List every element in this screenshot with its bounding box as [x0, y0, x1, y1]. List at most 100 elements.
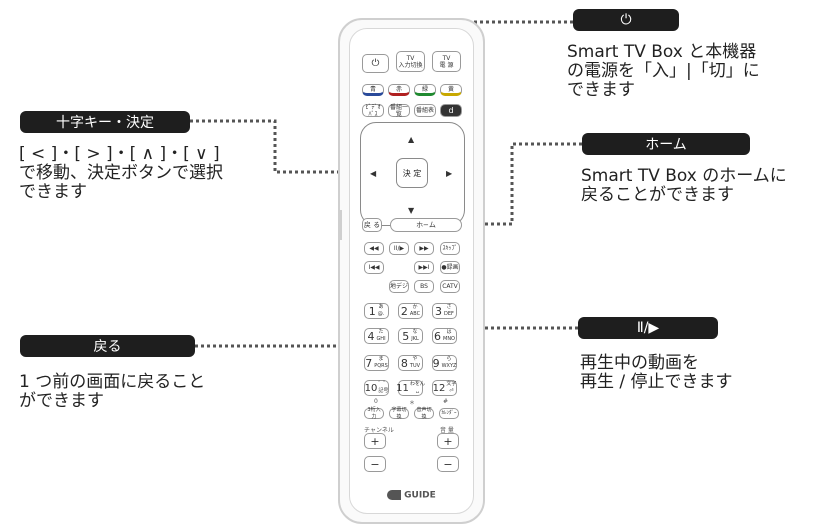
prev-button[interactable]: I◀◀	[364, 261, 384, 274]
ok-button[interactable]: 決 定	[396, 158, 428, 188]
blue-button[interactable]: 青	[362, 84, 384, 96]
dpad-up-button[interactable]: ▲	[408, 135, 415, 144]
record-button[interactable]: ●録画	[440, 261, 460, 274]
channel-down-button[interactable]: −	[364, 456, 386, 472]
side-button[interactable]	[339, 210, 342, 240]
num-label: 9	[432, 356, 440, 370]
home-button[interactable]: ホ−ム	[390, 218, 462, 232]
play-callout-line: 再生中の動画を	[580, 353, 699, 373]
num-label: 8	[400, 356, 408, 370]
play-callout-badge: Ⅱ/▶	[578, 317, 718, 339]
back-button[interactable]: 戻 る	[362, 218, 382, 232]
skip-button[interactable]: ｽｷｯﾌﾟ	[440, 242, 460, 255]
rewind-button[interactable]: ◀◀	[364, 242, 384, 255]
logo-text: GUIDE	[404, 490, 436, 501]
play-callout-text: 再生中の動画を 再生 / 停止できます	[580, 354, 733, 392]
channel-up-button[interactable]: +	[364, 433, 386, 449]
num-sub-label: ら WXYZ	[441, 356, 457, 369]
play-pause-button[interactable]: II/▶	[389, 242, 409, 255]
home-callout-line: 戻ることができます	[581, 185, 734, 205]
num-label: 11	[396, 382, 409, 394]
num-label: 10	[364, 382, 378, 394]
power-button[interactable]: ⏻	[362, 54, 389, 73]
power-callout-badge: ⏻	[573, 9, 679, 31]
num-sub-label: な JKL	[411, 329, 419, 342]
num-10-button[interactable]: 10゛゜ 記号	[364, 380, 389, 396]
red-button[interactable]: 赤	[388, 84, 410, 96]
home-callout-badge: ホーム	[582, 133, 750, 155]
remote-control	[338, 18, 485, 524]
dpad-callout-line: で移動、決定ボタンで選択	[19, 163, 223, 183]
fast-forward-button[interactable]: ▶▶	[414, 242, 434, 255]
program-list-button[interactable]: 番組一覧	[388, 103, 410, 118]
num-sub-label: か ABC	[409, 304, 421, 317]
dpad-down-button[interactable]: ▼	[408, 206, 415, 215]
num-sub-label: さ DEF	[444, 304, 454, 317]
num-sub-label: あ @.	[377, 304, 385, 317]
yellow-button[interactable]: 黄	[440, 84, 462, 96]
dpad-left-button[interactable]: ◀	[370, 169, 377, 178]
num-sub-label: ゛゜ 記号	[378, 381, 389, 394]
dpad-right-button[interactable]: ▶	[446, 169, 453, 178]
green-button[interactable]: 緑	[414, 84, 436, 96]
catv-button[interactable]: CATV	[440, 280, 460, 293]
num-label: 5	[402, 329, 410, 343]
guide-logo: GUIDE	[387, 490, 436, 501]
tv-input-button[interactable]: TV 入力切換	[396, 51, 425, 72]
back-callout-line: 1 つ前の画面に戻ること	[19, 372, 206, 392]
subtitle-button[interactable]: 字幕切換	[389, 407, 409, 420]
channel-label: チャンネル	[364, 427, 394, 434]
volume-label: 音 量	[440, 427, 454, 434]
three-digit-button[interactable]: 3桁入力	[364, 407, 384, 420]
num-sub-label: ま PQRS	[374, 356, 388, 369]
power-callout-line: Smart TV Box と本機器	[567, 42, 757, 62]
num-label: 2	[400, 304, 408, 318]
num-label: 12	[432, 382, 446, 394]
star-label: ＊	[409, 400, 416, 407]
hash-label: #	[443, 398, 449, 405]
dpad-callout-line: [ < ]・[ > ]・[ ∧ ]・[ ∨ ]	[19, 144, 220, 164]
calendar-button[interactable]: ｶﾚﾝﾀﾞｰ	[439, 408, 459, 419]
num-sub-label: わをん ␣	[409, 381, 425, 394]
next-button[interactable]: ▶▶I	[414, 261, 434, 274]
back-callout-text: 1 つ前の画面に戻ること ができます	[19, 373, 205, 411]
back-callout-line: ができます	[19, 391, 104, 411]
power-connector	[374, 20, 578, 50]
epg-button[interactable]: 番組表	[414, 104, 436, 117]
power-callout-text: Smart TV Box と本機器 の電源を「入」|「切」に できます	[567, 43, 760, 100]
video-pass-button[interactable]: ﾋﾞﾃﾞｵﾊﾞｽ	[362, 104, 384, 118]
num-label: 6	[434, 329, 441, 343]
dpad-callout-badge: 十字キー・決定	[20, 111, 190, 133]
tv-power-button[interactable]: TV 電 源	[432, 51, 461, 72]
volume-down-button[interactable]: −	[437, 456, 459, 472]
bs-button[interactable]: BS	[414, 280, 434, 293]
power-callout-line: の電源を「入」|「切」に	[567, 61, 760, 81]
dpad-callout-text: [ < ]・[ > ]・[ ∧ ]・[ ∨ ] で移動、決定ボタンで選択 できま…	[19, 145, 223, 202]
d-button[interactable]: d	[440, 104, 462, 117]
logo-mark	[387, 490, 401, 500]
num-sub-label: や TUV	[409, 356, 421, 369]
num-sub-label: た GHI	[376, 329, 386, 342]
audio-button[interactable]: 音声切換	[414, 407, 434, 420]
play-callout-line: 再生 / 停止できます	[580, 372, 733, 392]
num-label: 7	[365, 356, 373, 370]
home-callout-line: Smart TV Box のホームに	[581, 166, 787, 186]
terrestrial-button[interactable]: 地デジ	[389, 280, 409, 293]
num-label: 1	[368, 304, 376, 318]
dpad-connector	[190, 119, 344, 174]
volume-up-button[interactable]: +	[437, 433, 459, 449]
num-sub-label: は MNO	[443, 329, 455, 342]
home-callout-text: Smart TV Box のホームに 戻ることができます	[581, 167, 787, 205]
dpad-callout-line: できます	[19, 182, 87, 202]
